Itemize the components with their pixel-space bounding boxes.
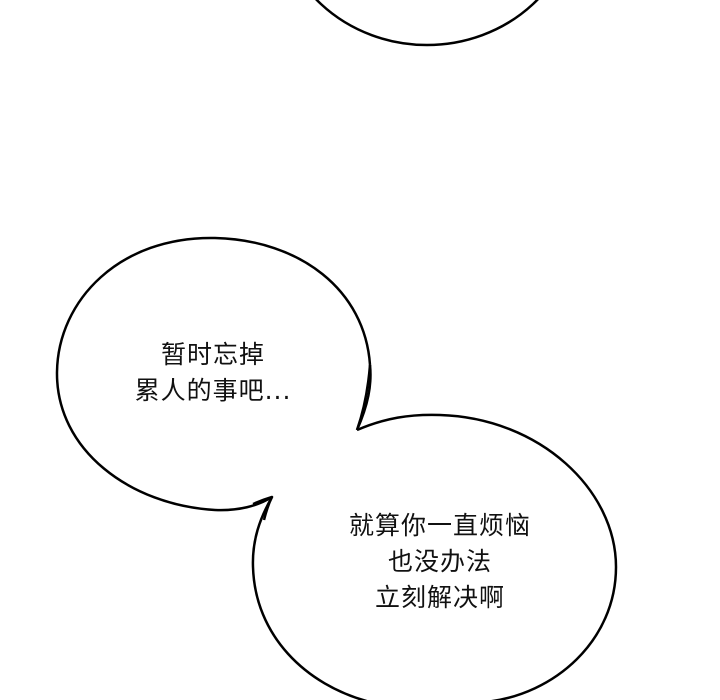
bubble-2-line-3: 立刻解决啊 [374,583,505,612]
bubble-1-line-2: 累人的事吧... [134,376,292,405]
bubble-2-line-2: 也没办法 [387,547,492,576]
bubble-1-line-1: 暂时忘掉 [160,340,265,369]
speech-bubble-2-text: 就算你一直烦恼 也没办法 立刻解决啊 [315,508,565,616]
top-speech-bubble [315,0,539,47]
speech-bubble-1-text: 暂时忘掉 累人的事吧... [113,337,313,409]
speech-bubble-1 [55,236,372,520]
bubble-2-line-1: 就算你一直烦恼 [348,511,531,540]
speech-bubble-2 [251,364,618,700]
